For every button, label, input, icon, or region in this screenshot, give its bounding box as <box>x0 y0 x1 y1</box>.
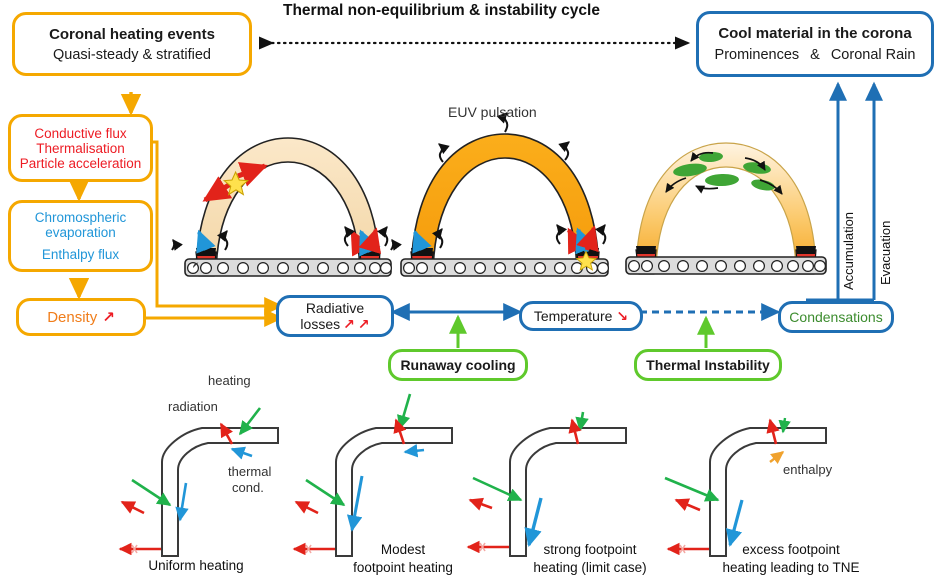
box-chromospheric-evaporation[interactable]: Chromospheric evaporation Enthalpy flux <box>8 200 153 272</box>
bottom-caption-4-line2: heating leading to TNE <box>722 560 860 575</box>
condensations-label: Condensations <box>789 309 883 325</box>
chromospheric-line3: Enthalpy flux <box>41 247 120 262</box>
thermal-instability-label: Thermal Instability <box>646 357 770 373</box>
density-label: Density <box>47 308 98 326</box>
loop-panel-1-graphics <box>171 137 393 277</box>
temperature-down-arrow-icon: ↘ <box>616 307 629 324</box>
box-cool-material[interactable]: Cool material in the corona Prominences … <box>696 11 934 77</box>
runaway-cooling-label: Runaway cooling <box>400 357 516 373</box>
radiative-up-arrow-2-icon: ↗ <box>357 315 370 332</box>
cool-material-subrow: Prominences & Coronal Rain <box>715 47 916 63</box>
cool-material-ampersand: & <box>810 47 820 63</box>
bottom-loop-2-graphics <box>292 393 453 557</box>
radiative-line2: losses <box>300 316 341 332</box>
box-condensations[interactable]: Condensations <box>778 301 894 333</box>
euv-pulsation-label: EUV pulsation <box>448 104 537 120</box>
legend-thermal-cond-line1: thermal <box>228 464 272 479</box>
evacuation-label: Evacuation <box>878 220 893 285</box>
legend-heating-label: heating <box>208 373 251 388</box>
bottom-caption-2-line2: footpoint heating <box>353 560 453 575</box>
box-thermal-instability[interactable]: Thermal Instability <box>634 349 782 381</box>
bottom-caption-1-line1: Uniform heating <box>148 558 244 573</box>
radiative-line2-row: losses ↗ ↗ <box>300 316 369 333</box>
legend-thermal-cond-line2: cond. <box>232 480 264 495</box>
density-up-arrow-icon: ↗ <box>102 309 115 326</box>
accumulation-label: Accumulation <box>841 211 856 290</box>
box-conductive-flux[interactable]: Conductive flux Thermalisation Particle … <box>8 114 153 182</box>
loop-panel-2-graphics <box>390 112 609 277</box>
box-density[interactable]: Density ↗ <box>16 298 146 336</box>
bottom-caption-2-line1: Modest <box>380 542 426 557</box>
chromospheric-line2: evaporation <box>45 225 116 240</box>
bottom-caption-3-line2: heating (limit case) <box>533 560 647 575</box>
box-temperature[interactable]: Temperature ↘ <box>519 301 643 331</box>
legend-radiation-label: radiation <box>168 399 218 414</box>
coronal-heating-subtitle: Quasi-steady & stratified <box>53 46 211 63</box>
chromospheric-line1: Chromospheric <box>34 210 127 225</box>
bottom-loop-1-graphics <box>118 407 279 557</box>
bottom-caption-3-line1: strong footpoint <box>543 542 637 557</box>
cool-material-coronal-rain: Coronal Rain <box>830 47 916 63</box>
loop-panel-3-graphics <box>625 142 827 275</box>
coronal-heating-title: Coronal heating events <box>49 25 215 43</box>
box-radiative-losses[interactable]: Radiative losses ↗ ↗ <box>276 295 394 337</box>
temperature-label: Temperature <box>533 308 613 324</box>
cool-material-prominences: Prominences <box>714 47 800 63</box>
conductive-line3: Particle acceleration <box>19 155 142 171</box>
figure-title: Thermal non-equilibrium & instability cy… <box>283 2 600 19</box>
cool-material-title: Cool material in the corona <box>718 25 912 42</box>
bottom-loop-3-graphics <box>466 411 627 557</box>
box-runaway-cooling[interactable]: Runaway cooling <box>388 349 528 381</box>
bottom-caption-4-line1: excess footpoint <box>742 542 840 557</box>
conductive-line1: Conductive flux <box>34 125 127 141</box>
box-coronal-heating-events[interactable]: Coronal heating events Quasi-steady & st… <box>12 12 252 76</box>
bottom-loop-4-graphics <box>664 417 827 557</box>
radiative-up-arrow-1-icon: ↗ <box>343 315 355 332</box>
legend-enthalpy-label: enthalpy <box>783 462 833 477</box>
conductive-line2: Thermalisation <box>36 140 125 156</box>
radiative-line1: Radiative <box>305 299 365 316</box>
